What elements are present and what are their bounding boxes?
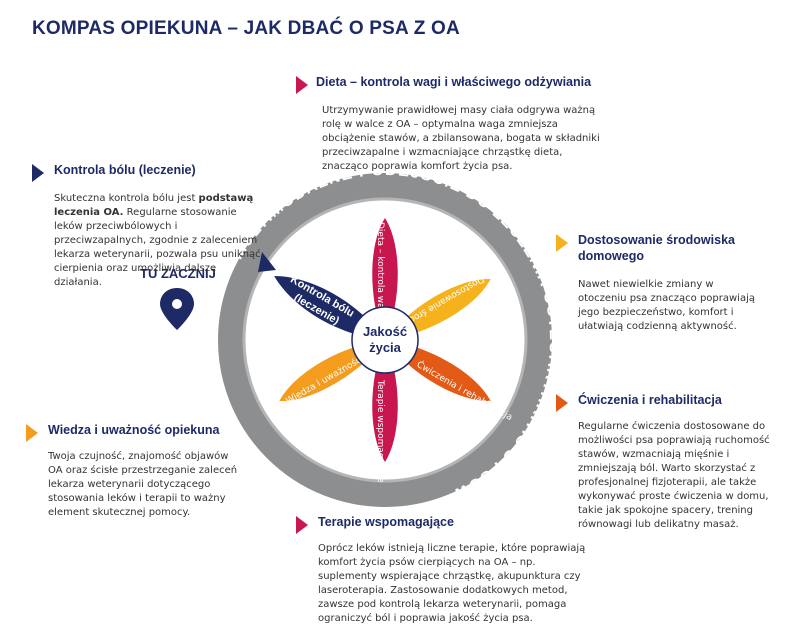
section-bol-title: Kontrola bólu (leczenie) [54,163,196,177]
svg-text:Terapie wspomagające: Terapie wspomagające [375,379,385,483]
section-terapie-text: Oprócz leków istnieją liczne terapie, kt… [318,543,586,624]
section-cwiczenia-title: Ćwiczenia i rehabilitacja [578,393,722,407]
center-line-2: życia [369,340,402,355]
section-cwiczenia: Ćwiczenia i rehabilitacja Regularne ćwic… [556,392,776,532]
triangle-marker-icon [296,76,308,94]
triangle-marker-icon [32,164,44,182]
section-wiedza-title: Wiedza i uważność opiekuna [48,423,220,437]
outer-ring [218,173,552,507]
start-here-label: TU ZACZNIJ [140,266,216,281]
section-bol: Kontrola bólu (leczenie) Skuteczna kontr… [32,162,262,290]
section-srodowisko: Dostosowanie środowiska domowego Nawet n… [556,232,756,334]
section-wiedza: Wiedza i uważność opiekuna Twoja czujnoś… [26,422,246,520]
triangle-marker-icon [556,394,568,412]
section-bol-text: Skuteczna kontrola bólu jest podstawą le… [54,193,261,288]
section-wiedza-text: Twoja czujność, znajomość objawów OA ora… [48,451,238,518]
inner-ring-edge [242,197,528,483]
section-dieta-text: Utrzymywanie prawidłowej masy ciała odgr… [322,105,600,172]
section-srodowisko-text: Nawet niewielkie zmiany w otoczeniu psa … [578,279,755,332]
section-dieta: Dieta – kontrola wagi i właściwego odżyw… [296,74,606,174]
section-dieta-title: Dieta – kontrola wagi i właściwego odżyw… [316,75,592,89]
section-terapie: Terapie wspomagające Oprócz leków istnie… [296,514,596,626]
section-terapie-title: Terapie wspomagające [318,515,454,529]
center-line-1: Jakość [363,324,407,339]
triangle-marker-icon [26,424,38,442]
section-cwiczenia-text: Regularne ćwiczenia dostosowane do możli… [578,421,770,530]
location-pin-icon [160,288,194,330]
start-arrow-icon [258,252,276,272]
center-circle [351,306,419,374]
triangle-marker-icon [296,516,308,534]
page-title: KOMPAS OPIEKUNA – JAK DBAĆ O PSA Z OA [32,18,460,39]
section-srodowisko-title: Dostosowanie środowiska domowego [578,233,735,263]
triangle-marker-icon [556,234,568,252]
